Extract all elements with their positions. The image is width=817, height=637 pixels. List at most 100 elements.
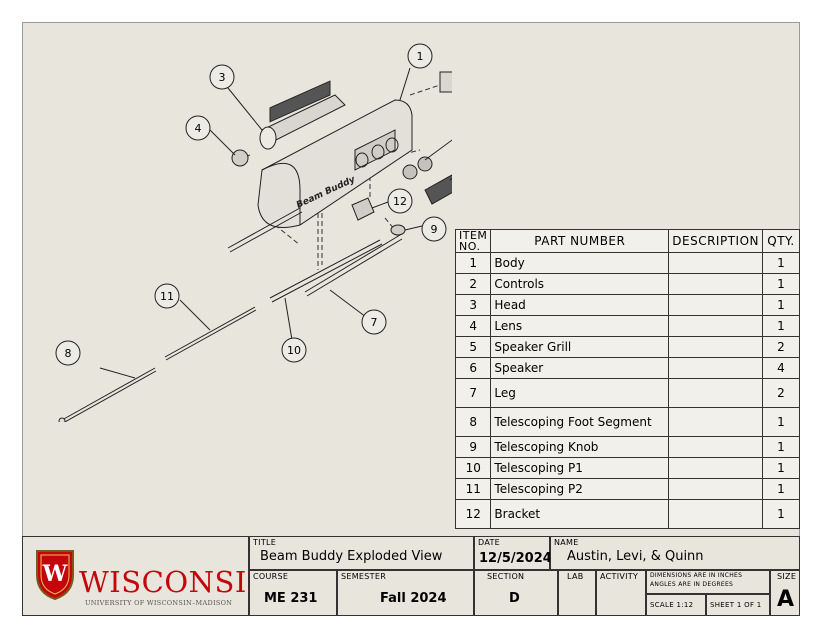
- date-label: DATE: [478, 538, 501, 547]
- bom-cell-qty: 1: [762, 407, 800, 437]
- callout-circle: [421, 216, 447, 242]
- scale-value: SCALE 1:12: [650, 601, 694, 609]
- bom-cell-item: 12: [454, 499, 492, 529]
- part-speaker-grill: [424, 174, 452, 205]
- bom-cell-item: 6: [454, 357, 492, 379]
- sheet-value: SHEET 1 OF 1: [710, 601, 762, 609]
- callout-number: 3: [219, 71, 226, 84]
- dims-note-line2: ANGLES ARE IN DEGREES: [650, 581, 734, 588]
- course-cell: COURSE ME 231: [249, 570, 337, 616]
- size-label: SIZE: [777, 572, 797, 581]
- crest-letter: W: [42, 561, 68, 587]
- date-cell: DATE 12/5/2024: [474, 536, 552, 570]
- leader-lines: [99, 67, 452, 379]
- dimensions-note-cell: DIMENSIONS ARE IN INCHES ANGLES ARE IN D…: [646, 570, 770, 594]
- scale-cell: SCALE 1:12: [646, 594, 706, 616]
- callout-balloon-8: 8: [55, 340, 81, 366]
- bom-cell-item: 2: [454, 273, 492, 295]
- size-value: A: [777, 587, 795, 612]
- logo-cell: W WISCONSIN UNIVERSITY OF WISCONSIN–MADI…: [22, 536, 272, 616]
- bom-cell-description: [668, 252, 763, 274]
- callout-circle: [209, 64, 235, 90]
- bom-header-qty: QTY.: [762, 229, 800, 253]
- bom-header-part: PART NUMBER: [490, 229, 670, 253]
- logo-subtitle: UNIVERSITY OF WISCONSIN–MADISON: [85, 599, 233, 607]
- part-body: [257, 99, 413, 228]
- drawing-date: 12/5/2024: [479, 551, 552, 566]
- bom-cell-description: [668, 378, 763, 408]
- bom-cell-qty: 1: [762, 294, 800, 316]
- dims-note-line1: DIMENSIONS ARE IN INCHES: [650, 572, 743, 579]
- callout-balloon-11: 11: [154, 283, 180, 309]
- bom-cell-part: Telescoping Knob: [490, 436, 670, 458]
- bom-cell-item: 4: [454, 315, 492, 337]
- bom-cell-description: [668, 478, 763, 500]
- sheet-cell: SHEET 1 OF 1: [706, 594, 770, 616]
- callout-number: 10: [287, 344, 301, 357]
- bom-cell-description: [668, 273, 763, 295]
- bom-cell-qty: 1: [762, 436, 800, 458]
- callout-balloon-1: 1: [407, 43, 433, 69]
- callout-circle: [55, 340, 81, 366]
- bom-cell-part: Speaker: [490, 357, 670, 379]
- callout-number: 11: [160, 290, 174, 303]
- university-crest-icon: W: [36, 550, 74, 601]
- bom-cell-description: [668, 315, 763, 337]
- activity-cell: ACTIVITY: [596, 570, 646, 616]
- part-speakers: [402, 156, 433, 180]
- bom-cell-item: 10: [454, 457, 492, 479]
- callout-number: 4: [195, 122, 202, 135]
- lab-cell: LAB: [558, 570, 596, 616]
- bom-cell-qty: 2: [762, 336, 800, 358]
- bom-cell-item: 11: [454, 478, 492, 500]
- bom-cell-description: [668, 499, 763, 529]
- bom-cell-item: 7: [454, 378, 492, 408]
- bom-cell-part: Controls: [490, 273, 670, 295]
- bom-cell-part: Telescoping P1: [490, 457, 670, 479]
- callout-circle: [185, 115, 211, 141]
- bom-cell-qty: 1: [762, 252, 800, 274]
- title-cell: TITLE Beam Buddy Exploded View: [249, 536, 474, 570]
- callout-circle: [387, 188, 413, 214]
- callout-circle: [361, 309, 387, 335]
- name-cell: NAME Austin, Levi, & Quinn: [550, 536, 800, 570]
- drawing-title: Beam Buddy Exploded View: [260, 549, 443, 564]
- bom-cell-description: [668, 336, 763, 358]
- callout-balloon-4: 4: [185, 115, 211, 141]
- part-lens: [231, 149, 249, 167]
- callout-balloon-7: 7: [361, 309, 387, 335]
- bom-cell-qty: 1: [762, 457, 800, 479]
- bom-cell-part: Telescoping Foot Segment: [490, 407, 670, 437]
- callout-circle: [154, 283, 180, 309]
- bom-header-item: ITEM NO.: [454, 229, 492, 253]
- part-head: [259, 80, 346, 150]
- callout-number: 9: [431, 223, 438, 236]
- section-label: SECTION: [487, 572, 525, 581]
- bom-cell-qty: 1: [762, 478, 800, 500]
- callout-balloon-3: 3: [209, 64, 235, 90]
- size-cell: SIZE A: [770, 570, 800, 616]
- callout-balloon-9: 9: [421, 216, 447, 242]
- bom-cell-item: 3: [454, 294, 492, 316]
- part-bracket: [351, 197, 375, 221]
- semester-cell: SEMESTER Fall 2024: [337, 570, 474, 616]
- part-telescoping-p2: [164, 306, 257, 361]
- bom-cell-item: 5: [454, 336, 492, 358]
- callout-number: 8: [65, 347, 72, 360]
- bom-cell-description: [668, 294, 763, 316]
- course-label: COURSE: [253, 572, 289, 581]
- part-leg: [227, 207, 403, 297]
- bom-cell-part: Speaker Grill: [490, 336, 670, 358]
- bom-cell-part: Head: [490, 294, 670, 316]
- semester-value: Fall 2024: [380, 591, 447, 606]
- lab-label: LAB: [567, 572, 584, 581]
- title-label: TITLE: [253, 538, 277, 547]
